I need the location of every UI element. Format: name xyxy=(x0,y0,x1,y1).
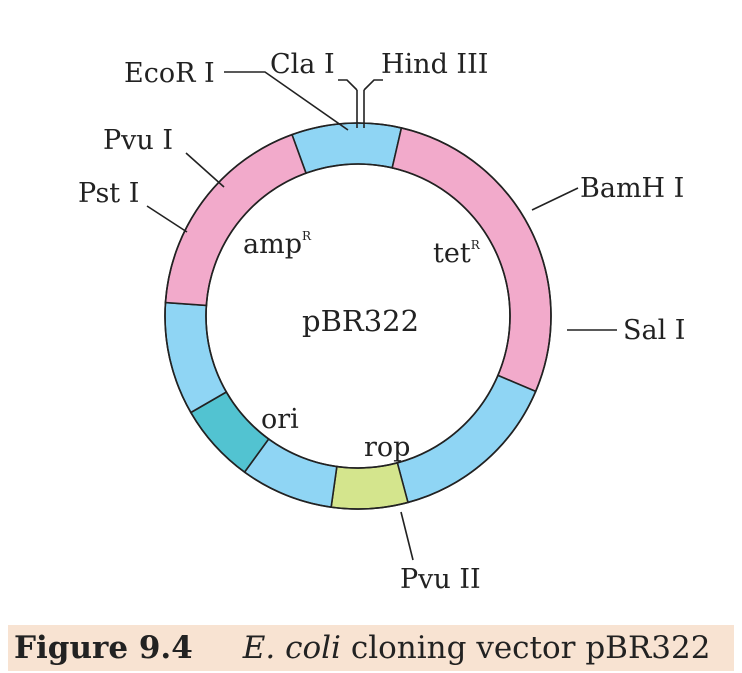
plasmid-name: pBR322 xyxy=(302,304,419,338)
pvui-leader xyxy=(185,152,225,188)
caption-description: cloning vector pBR322 xyxy=(340,630,711,666)
site-label-bamhi: BamH I xyxy=(580,173,684,204)
tet-label-text: tet xyxy=(433,238,471,269)
amp-label-text: amp xyxy=(243,229,302,260)
figure-caption: Figure 9.4 E. coli cloning vector pBR322 xyxy=(8,625,734,671)
ring-inner-edge xyxy=(205,163,511,469)
amp-gene-label: ampR xyxy=(243,229,312,260)
site-label-pvui: Pvu I xyxy=(103,125,173,156)
amp-label-superscript: R xyxy=(302,229,312,243)
amp-gene xyxy=(164,133,308,307)
rop-region xyxy=(330,461,409,510)
psti-leader xyxy=(146,205,188,233)
site-label-clai: Cla I xyxy=(270,49,335,80)
bamhi-leader xyxy=(531,187,579,211)
ecori-leader xyxy=(224,71,349,131)
tet-gene xyxy=(391,126,552,393)
tet-gene-label: tetR xyxy=(433,238,481,269)
site-label-sali: Sal I xyxy=(623,315,685,346)
figure-number: Figure 9.4 xyxy=(14,630,193,666)
plasmid-map: EcoR I Cla I Hind III Pvu I Pst I BamH I… xyxy=(78,49,685,595)
site-label-psti: Pst I xyxy=(78,178,139,209)
plasmid-ring xyxy=(164,122,552,510)
ori-label: ori xyxy=(261,404,299,435)
site-label-pvuii: Pvu II xyxy=(400,564,481,595)
caption-species: E. coli xyxy=(242,630,341,666)
pvuii-leader xyxy=(400,511,414,561)
caption-text: E. coli cloning vector pBR322 xyxy=(243,630,711,666)
rop-label: rop xyxy=(364,432,410,463)
site-label-ecori: EcoR I xyxy=(124,58,215,89)
site-label-hindiii: Hind III xyxy=(381,49,488,80)
ring-outer-edge xyxy=(164,122,552,510)
segment-right-blue xyxy=(396,374,537,504)
site-leader-lines xyxy=(146,71,617,561)
tet-label-superscript: R xyxy=(471,238,481,252)
clai-hook xyxy=(338,79,358,91)
hindiii-hook xyxy=(363,79,383,91)
segment-left-blue xyxy=(164,301,228,414)
